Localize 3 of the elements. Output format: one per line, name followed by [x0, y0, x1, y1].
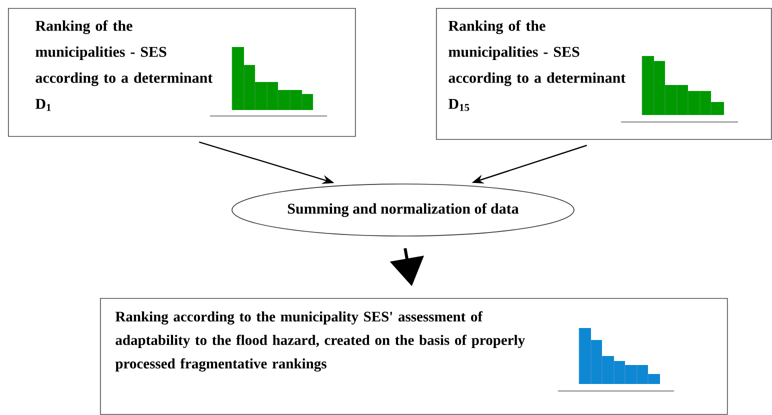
text-box: Ranking of the municipalities - SES according to a determinant D$_{1}$: [8, 8, 356, 137]
text-box: Ranking according to the municipality SES' assessment of adaptability to the flood hazard, created on the basis of properly processed fragmentative rankings: [100, 298, 728, 415]
text-box: Ranking of the municipalities - SES according to a determinant D$_{15}$: [436, 8, 772, 140]
